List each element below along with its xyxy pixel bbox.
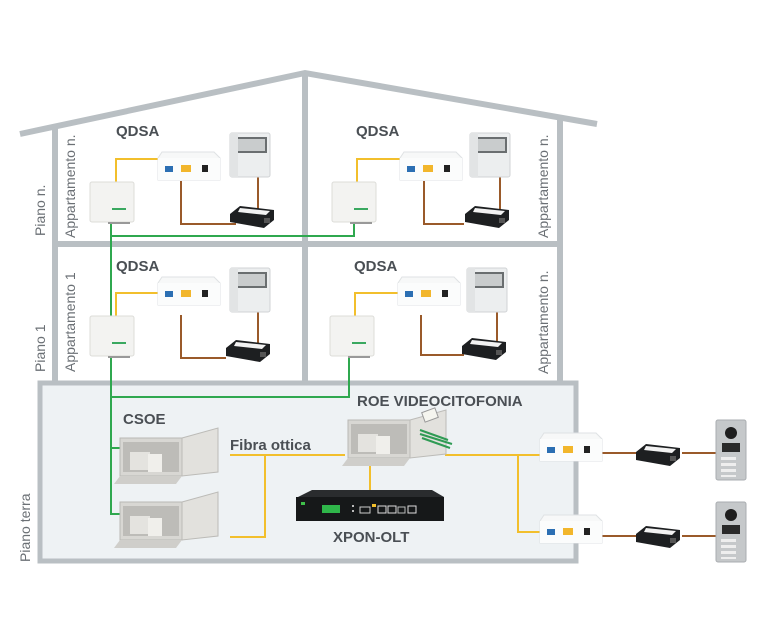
wiring [110, 158, 716, 538]
poe-injector-icon [465, 206, 509, 228]
yellow-fiber-drop [115, 292, 158, 318]
yellow-fiber-roe-out-2 [517, 455, 545, 533]
copper-cable [180, 315, 226, 359]
poe-injector-icon [226, 340, 270, 362]
qdsa-label: QDSA [354, 258, 398, 275]
olt-switch-icon [296, 490, 444, 521]
poe-injector-icon [462, 338, 506, 360]
qdsa-label: QDSA [116, 123, 160, 140]
video-intercom-monitor-icon [469, 132, 511, 178]
video-intercom-monitor-icon [229, 132, 271, 178]
apartment-label: Appartamento 1 [62, 272, 78, 372]
olt-label: XPON-OLT [333, 529, 409, 546]
ont-icon [539, 514, 603, 544]
roof [19, 69, 598, 137]
qdsa-label: QDSA [116, 258, 160, 275]
fiber-label: Fibra ottica [230, 437, 312, 454]
apartment-label: Appartamento n. [535, 270, 551, 374]
ont-icon [397, 276, 461, 306]
ont-icon [157, 276, 221, 306]
poe-injector-icon [636, 526, 680, 548]
ont-icon [399, 151, 463, 181]
ont-icon [157, 151, 221, 181]
yellow-fiber-csoe-2 [230, 455, 266, 538]
door-entry-panel-icon [715, 419, 747, 481]
ont-icon [539, 432, 603, 462]
copper-cable [180, 181, 236, 225]
optical-terminal-icon [89, 315, 135, 359]
apartment-label: Appartamento n. [62, 134, 78, 238]
video-intercom-monitor-icon [466, 267, 508, 313]
yellow-fiber-drop [354, 292, 398, 318]
roe-label: ROE VIDEOCITOFONIA [357, 393, 523, 410]
floor-label-piano-terra: Piano terra [17, 493, 33, 562]
copper-cable [423, 181, 464, 225]
apartment-label: Appartamento n. [535, 134, 551, 238]
qdsa-label: QDSA [356, 123, 400, 140]
floor-label-piano-n: Piano n. [32, 185, 48, 236]
green-fiber-floor-n [111, 222, 355, 237]
yellow-fiber-drop [115, 158, 158, 184]
green-fiber-floor-1 [111, 357, 350, 398]
fiber-splitter-icon [419, 407, 453, 449]
video-intercom-monitor-icon [229, 267, 271, 313]
yellow-fiber-drop [356, 158, 400, 184]
optical-terminal-icon [331, 181, 377, 225]
poe-injector-icon [636, 444, 680, 466]
poe-injector-icon [230, 206, 274, 228]
optical-terminal-icon [329, 315, 375, 359]
floor-label-piano-1: Piano 1 [32, 324, 48, 372]
optical-terminal-icon [89, 181, 135, 225]
copper-cable [420, 315, 464, 356]
door-entry-panel-icon [715, 501, 747, 563]
csoe-label: CSOE [123, 411, 166, 428]
